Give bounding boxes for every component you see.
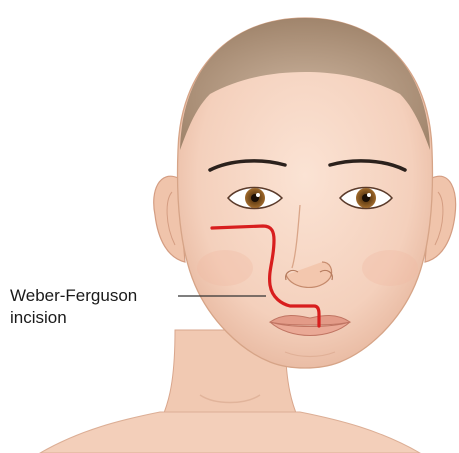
annotation-label-line2: incision	[10, 308, 67, 328]
annotation-label-line1: Weber-Ferguson	[10, 286, 137, 306]
cheek-left	[197, 250, 253, 286]
cheek-right	[362, 250, 418, 286]
